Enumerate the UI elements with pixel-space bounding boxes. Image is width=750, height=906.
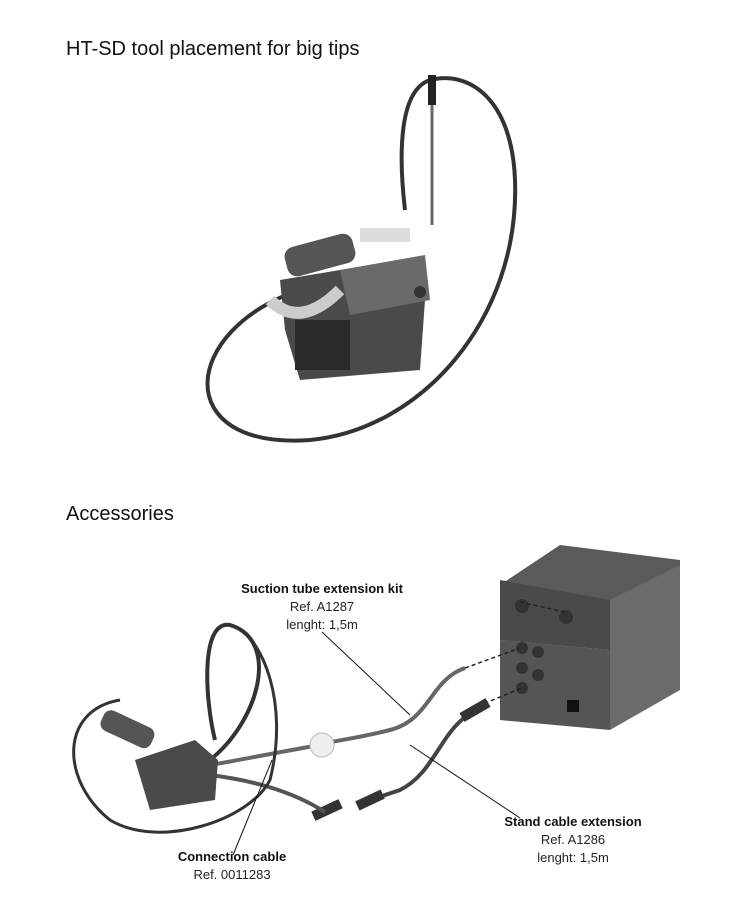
accessories-image (72, 545, 680, 856)
stand-length: lenght: 1,5m (537, 850, 609, 865)
stand-name: Stand cable extension (504, 814, 642, 829)
connection-name: Connection cable (177, 849, 287, 864)
suction-name: Suction tube extension kit (241, 581, 403, 596)
tool-stand-image (205, 75, 518, 443)
section-title-tool-placement: HT-SD tool placement for big tips (66, 38, 360, 60)
section-title-accessories: Accessories (66, 503, 174, 525)
label-suction-tube-extension: Suction tube extension kit Ref. A1287 le… (241, 580, 403, 634)
stand-ref: Ref. A1286 (540, 832, 606, 847)
label-connection-cable: Connection cable Ref. 0011283 (178, 848, 286, 884)
suction-length: lenght: 1,5m (286, 617, 358, 632)
label-stand-cable-extension: Stand cable extension Ref. A1286 lenght:… (504, 813, 641, 867)
connection-ref: Ref. 0011283 (193, 867, 271, 882)
suction-ref: Ref. A1287 (289, 599, 355, 614)
